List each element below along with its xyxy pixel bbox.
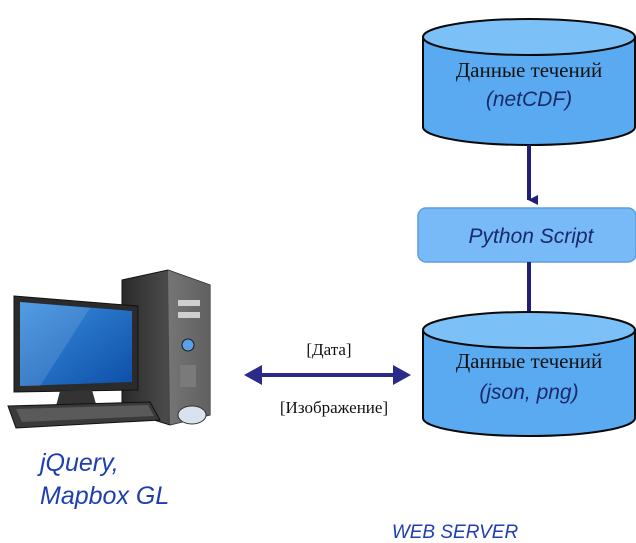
bottom-cylinder-body: [422, 330, 636, 437]
monitor-stand: [56, 390, 96, 406]
bottom-database-cylinder: Данные течений (json, png): [422, 311, 636, 437]
link-bottom-label: [Изображение]: [280, 398, 388, 417]
pc-vent: [180, 365, 196, 387]
keyboard-keys: [16, 405, 154, 422]
top-cylinder-body: [422, 37, 636, 146]
client-lib-line2: Mapbox GL: [40, 482, 169, 510]
top-database-cylinder: Данные течений (netCDF): [422, 18, 636, 146]
python-script-label: Python Script: [469, 225, 595, 248]
client-lib-line1: jQuery,: [37, 449, 119, 477]
monitor-screen: [20, 302, 132, 386]
bottom-db-title: Данные течений: [456, 349, 602, 373]
pc-power-button-icon: [181, 338, 195, 352]
pc-drive-bay: [178, 300, 200, 306]
mouse-icon: [177, 405, 207, 425]
bottom-db-format: (json, png): [479, 381, 578, 404]
bidirectional-arrow: [244, 365, 411, 385]
desktop-computer-icon: [7, 269, 211, 429]
python-script-box: Python Script: [417, 207, 636, 263]
monitor-glare: [20, 302, 90, 386]
pc-drive-bay: [178, 312, 200, 318]
top-cylinder-lid: [422, 18, 636, 56]
right-arrowhead-icon: [393, 365, 411, 385]
link-top-label: [Дата]: [306, 340, 351, 359]
top-db-format: (netCDF): [486, 88, 572, 111]
bottom-cylinder-lid: [422, 311, 636, 349]
web-server-label: WEB SERVER: [392, 522, 519, 543]
left-arrowhead-icon: [244, 365, 262, 385]
top-db-title: Данные течений: [456, 58, 602, 82]
